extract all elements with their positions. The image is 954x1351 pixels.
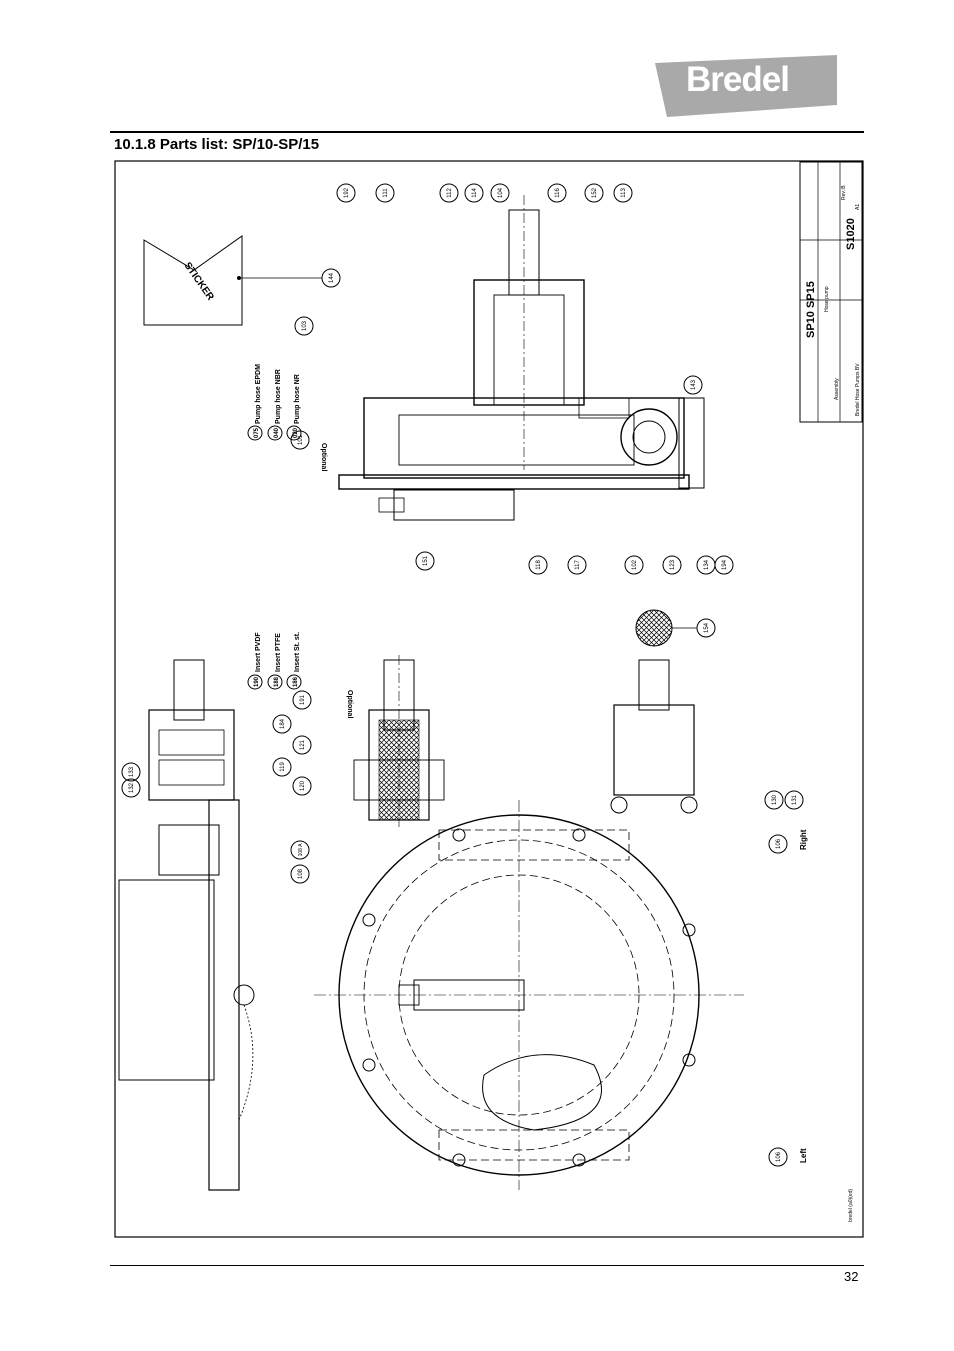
page-number: 32 bbox=[844, 1269, 859, 1284]
callout-119: 119 bbox=[280, 762, 286, 772]
callout-192: 192 bbox=[344, 187, 350, 198]
callout-194: 194 bbox=[722, 559, 728, 570]
callout-114: 114 bbox=[472, 188, 478, 198]
ball-154-graphic bbox=[635, 609, 697, 647]
callout-130: 130 bbox=[772, 794, 778, 805]
callout-112: 112 bbox=[447, 188, 453, 198]
callout-184: 184 bbox=[280, 718, 286, 729]
assembly-drawing: SP10 SP15 Hose pump S1020 Rev.:B A1 Asse… bbox=[114, 160, 864, 1238]
right-port-graphic bbox=[610, 659, 698, 814]
bredel-logo-text: Bredel bbox=[686, 60, 790, 99]
callout-106-left: 106 bbox=[768, 1147, 788, 1167]
hose-code-nr: 020 bbox=[293, 427, 299, 438]
callout-123: 123 bbox=[670, 559, 676, 570]
callout-191: 191 bbox=[300, 694, 306, 705]
insert-label-ptfe: Insert PTFE bbox=[275, 633, 282, 672]
callout-132: 132 bbox=[129, 782, 135, 793]
callout-108a: 108 A bbox=[298, 843, 304, 856]
callout-120: 120 bbox=[300, 780, 306, 791]
title-block-revision: Rev.:B bbox=[841, 185, 847, 200]
optional-label-insert: Optional bbox=[346, 690, 353, 718]
callouts-misc: 144 103 101 143 154 191 184 121 119 120 … bbox=[121, 268, 804, 884]
optional-label-top: Optional bbox=[320, 443, 327, 471]
insert-label-st: Insert St. st. bbox=[294, 632, 301, 672]
title-block-drawing-number: S1020 bbox=[845, 218, 857, 250]
callout-154: 154 bbox=[704, 622, 710, 633]
hose-label-nbr: Pump hose NBR bbox=[275, 369, 282, 424]
hose-label-epdm: Pump hose EPDM bbox=[255, 364, 262, 424]
insert-label-pvdf: Insert PVDF bbox=[255, 632, 262, 672]
callout-118: 118 bbox=[536, 560, 542, 570]
insert-code-ptfe: 188 bbox=[274, 676, 280, 687]
callout-104: 104 bbox=[498, 187, 504, 198]
hose-options-legend: 075 Pump hose EPDM 040 Pump hose NBR 020… bbox=[247, 364, 327, 471]
title-block-type: Assembly bbox=[834, 378, 840, 400]
callout-121: 121 bbox=[300, 739, 306, 750]
callout-117: 117 bbox=[575, 560, 581, 570]
callout-111: 111 bbox=[383, 188, 389, 198]
section-title: 10.1.8 Parts list: SP/10-SP/15 bbox=[114, 136, 320, 153]
callout-134: 134 bbox=[704, 559, 710, 570]
callout-103: 103 bbox=[302, 320, 308, 331]
file-reference: bredel (a0)(ed) bbox=[848, 1189, 854, 1222]
callout-144: 144 bbox=[329, 272, 335, 283]
callout-102: 102 bbox=[632, 559, 638, 570]
hose-label-nr: Pump hose NR bbox=[294, 374, 301, 424]
port-assembly-graphic bbox=[353, 655, 445, 830]
footer-rule bbox=[110, 1265, 864, 1266]
bredel-logo bbox=[655, 55, 837, 117]
insert-code-st: 186 bbox=[293, 676, 299, 687]
sticker-graphic: STICKER bbox=[143, 235, 322, 326]
callout-113: 113 bbox=[621, 188, 627, 198]
svg-text:106: 106 bbox=[776, 1151, 782, 1162]
callouts-top: 192 111 112 114 104 116 152 113 bbox=[336, 183, 633, 203]
callout-116: 116 bbox=[555, 188, 561, 198]
callout-143: 143 bbox=[691, 379, 697, 390]
hose-code-epdm: 075 bbox=[254, 427, 260, 438]
title-block-sheet: A1 bbox=[855, 204, 861, 210]
header-rule bbox=[110, 131, 864, 133]
side-label-right: Right bbox=[799, 829, 808, 850]
front-view-circle bbox=[314, 800, 744, 1190]
callout-106-right: 106 bbox=[776, 838, 782, 849]
insert-options-legend: 190 Insert PVDF 188 Insert PTFE 186 Inse… bbox=[247, 632, 353, 718]
side-view-left bbox=[118, 659, 255, 1191]
title-block-model: SP10 SP15 bbox=[805, 281, 817, 338]
callout-133: 133 bbox=[129, 766, 135, 777]
callout-101: 101 bbox=[298, 434, 304, 445]
hose-code-nbr: 040 bbox=[274, 427, 280, 438]
callout-152: 152 bbox=[592, 187, 598, 198]
title-block: SP10 SP15 Hose pump S1020 Rev.:B A1 Asse… bbox=[799, 161, 863, 423]
title-block-company: Bredel Hose Pumps BV bbox=[855, 363, 861, 416]
callouts-bottom: 151 118 117 102 123 134 194 bbox=[415, 551, 734, 575]
insert-code-pvdf: 190 bbox=[254, 676, 260, 687]
callout-151: 151 bbox=[423, 555, 429, 566]
callout-131: 131 bbox=[792, 794, 798, 805]
section-view-top bbox=[338, 195, 705, 521]
side-label-left: Left bbox=[799, 1148, 808, 1163]
callout-108: 108 bbox=[298, 868, 304, 879]
title-block-subtitle: Hose pump bbox=[824, 286, 830, 312]
